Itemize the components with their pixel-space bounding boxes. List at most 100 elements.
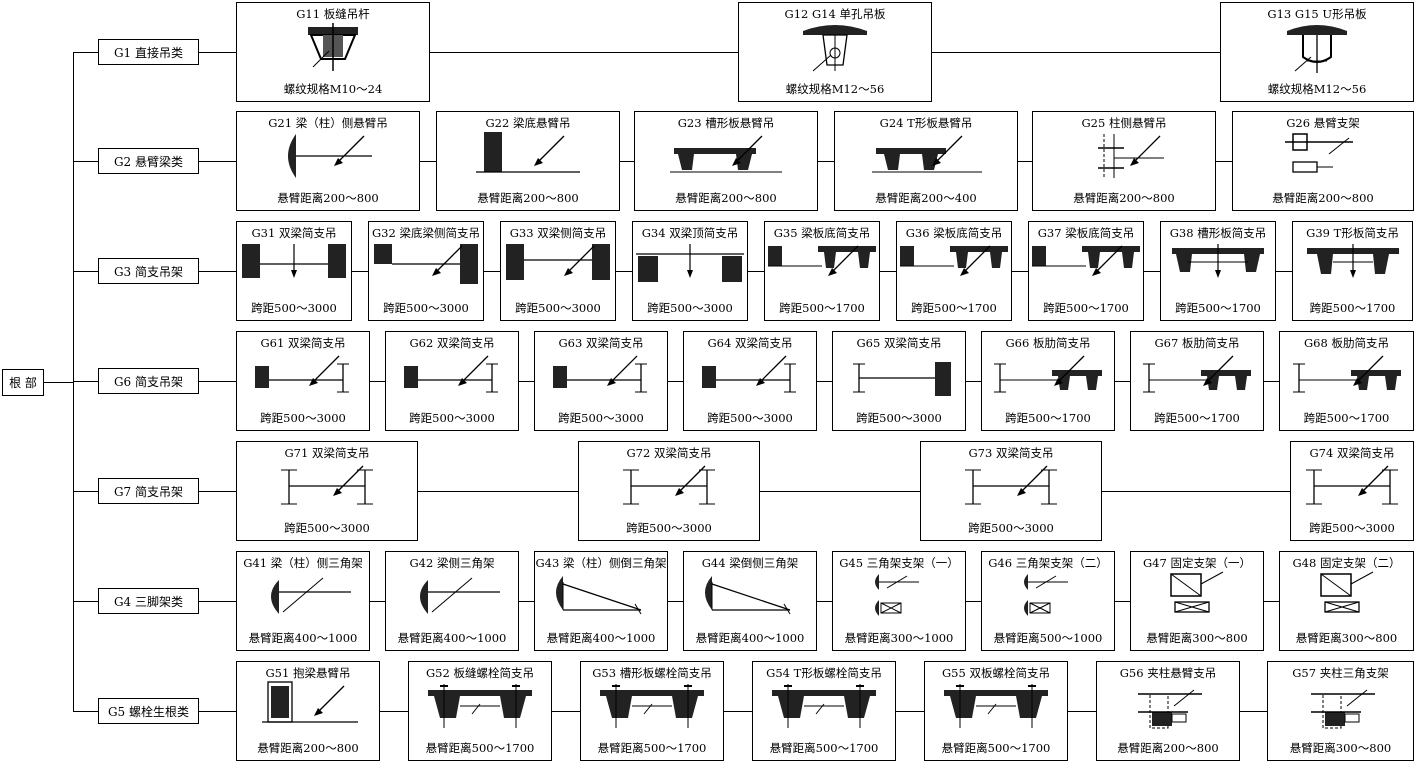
double-steel-beam-icon	[951, 460, 1071, 512]
card-title: G62 双梁简支吊	[409, 336, 495, 350]
card-g34: G34 双梁顶简支吊跨距500～3000	[632, 221, 748, 321]
card-g46: G46 三角架支架（二）悬臂距离500～1000	[981, 551, 1115, 651]
card-g12: G12 G14 单孔吊板螺纹规格M12～56	[738, 2, 932, 102]
card-title: G45 三角架支架（一）	[839, 556, 959, 570]
beam-slab-bottom-icon	[1026, 240, 1146, 292]
double-beam-icon	[234, 240, 354, 292]
column-side-cantilever-icon	[1064, 130, 1184, 182]
category-g3: G3 简支吊架	[98, 258, 199, 284]
card-g23: G23 槽形板悬臂吊悬臂距离200～800	[634, 111, 818, 211]
card-caption: 悬臂距离200～800	[1073, 191, 1175, 205]
card-caption: 悬臂距离300～800	[1289, 741, 1392, 755]
card-g54: G54 T形板螺栓简支吊悬臂距离500～1700	[752, 661, 896, 761]
card-title: G24 T形板悬臂吊	[879, 116, 973, 130]
t-slab-cantilever-icon	[866, 130, 986, 182]
steel-beam-icon	[839, 350, 959, 402]
card-g51: G51 抱梁悬臂吊悬臂距离200～800	[236, 661, 380, 761]
card-title: G25 柱侧悬臂吊	[1081, 116, 1167, 130]
card-g65: G65 双梁简支吊跨距500～3000	[832, 331, 966, 431]
card-g56: G56 夹柱悬臂支吊悬臂距离200～800	[1096, 661, 1240, 761]
beam-side-tripod-icon	[392, 570, 512, 622]
fixed-bracket-icon	[1287, 570, 1407, 622]
card-title: G21 梁（柱）侧悬臂吊	[268, 116, 388, 130]
t-slab-icon	[1293, 240, 1413, 292]
beam-steel-icon	[690, 350, 810, 402]
card-g37: G37 梁板底简支吊跨距500～1700	[1028, 221, 1144, 321]
card-caption: 跨距500～3000	[1309, 521, 1395, 535]
card-caption: 悬臂距离200～400	[875, 191, 977, 205]
root-label: 根 部	[9, 376, 37, 390]
card-caption: 悬臂距离200～800	[257, 741, 359, 755]
card-title: G68 板肋简支吊	[1304, 336, 1389, 350]
card-caption: 跨距500～1700	[911, 301, 997, 315]
u-plate-icon	[1257, 21, 1377, 73]
card-caption: 跨距500～3000	[409, 411, 495, 425]
bolt-slab-icon	[592, 680, 712, 732]
trunk-line	[73, 53, 74, 712]
card-g41: G41 梁（柱）侧三角架悬臂距离400～1000	[236, 551, 370, 651]
card-caption: 跨距500～3000	[968, 521, 1054, 535]
category-label: G7 简支吊架	[113, 484, 184, 499]
card-title: G36 梁板底简支吊	[905, 226, 1003, 240]
category-g2: G2 悬臂梁类	[98, 148, 199, 174]
tripod-bracket-icon	[839, 570, 959, 622]
card-g13: G13 G15 U形吊板螺纹规格M12～56	[1220, 2, 1414, 102]
branch-line-g5	[73, 711, 98, 712]
column-clamp-icon	[1108, 680, 1228, 732]
slab-rib-icon	[1137, 350, 1257, 402]
card-title: G56 夹柱悬臂支吊	[1119, 666, 1217, 680]
card-title: G23 槽形板悬臂吊	[677, 116, 775, 130]
category-g4: G4 三脚架类	[98, 588, 199, 614]
card-caption: 悬臂距离400～1000	[695, 631, 805, 645]
card-title: G53 槽形板螺栓简支吊	[592, 666, 712, 680]
card-title: G61 双梁简支吊	[260, 336, 346, 350]
card-caption: 悬臂距离400～1000	[397, 631, 507, 645]
card-title: G31 双梁简支吊	[251, 226, 337, 240]
category-g1: G1 直接吊类	[98, 39, 199, 65]
card-caption: 悬臂距离400～1000	[546, 631, 656, 645]
card-g67: G67 板肋简支吊跨距500～1700	[1130, 331, 1264, 431]
category-g5: G5 螺栓生根类	[98, 698, 199, 724]
card-caption: 跨距500～3000	[260, 411, 346, 425]
category-label: G2 悬臂梁类	[113, 154, 184, 169]
fixed-bracket-icon	[1137, 570, 1257, 622]
card-g35: G35 梁板底简支吊跨距500～1700	[764, 221, 880, 321]
card-caption: 悬臂距离200～800	[1272, 191, 1374, 205]
card-title: G39 T形板简支吊	[1306, 226, 1399, 240]
card-title: G72 双梁简支吊	[626, 446, 712, 460]
card-title: G71 双梁简支吊	[284, 446, 370, 460]
beam-clamp-cantilever-icon	[248, 680, 368, 732]
card-title: G34 双梁顶简支吊	[641, 226, 739, 240]
branch-line-g3	[73, 271, 98, 272]
card-g45: G45 三角架支架（一）悬臂距离300～1000	[832, 551, 966, 651]
card-caption: 跨距500～3000	[626, 521, 712, 535]
category-label: G1 直接吊类	[113, 45, 184, 60]
card-title: G55 双板螺栓简支吊	[942, 666, 1050, 680]
double-steel-beam-icon	[1292, 460, 1412, 512]
card-caption: 跨距500～1700	[1043, 301, 1129, 315]
card-caption: 跨距500～3000	[251, 301, 337, 315]
card-caption: 悬臂距离400～1000	[248, 631, 358, 645]
card-g71: G71 双梁简支吊跨距500～3000	[236, 441, 418, 541]
card-title: G64 双梁简支吊	[707, 336, 793, 350]
card-g48: G48 固定支架（二）悬臂距离300～800	[1279, 551, 1414, 651]
card-title: G32 梁底梁侧简支吊	[372, 226, 480, 240]
inverted-tripod-icon	[541, 570, 661, 622]
beam-bottom-cantilever-icon	[468, 130, 588, 182]
single-hole-plate-icon	[775, 21, 895, 73]
card-g25: G25 柱侧悬臂吊悬臂距离200～800	[1032, 111, 1216, 211]
card-g53: G53 槽形板螺栓简支吊悬臂距离500～1700	[580, 661, 724, 761]
category-g6: G6 简支吊架	[98, 368, 199, 394]
card-caption: 悬臂距离500～1700	[597, 741, 707, 755]
card-g11: G11 板缝吊杆螺纹规格M10～24	[236, 2, 430, 102]
card-caption: 跨距500～3000	[515, 301, 601, 315]
category-label: G5 螺栓生根类	[107, 704, 190, 719]
card-g38: G38 槽形板简支吊跨距500～1700	[1160, 221, 1276, 321]
card-title: G22 梁底悬臂吊	[485, 116, 571, 130]
card-title: G42 梁侧三角架	[409, 556, 495, 570]
card-title: G43 梁（柱）侧倒三角架	[535, 556, 667, 570]
double-beam-side-icon	[498, 240, 618, 292]
card-caption: 螺纹规格M10～24	[283, 82, 383, 96]
card-caption: 悬臂距离300～800	[1295, 631, 1398, 645]
bolt-slab-icon	[420, 680, 540, 732]
